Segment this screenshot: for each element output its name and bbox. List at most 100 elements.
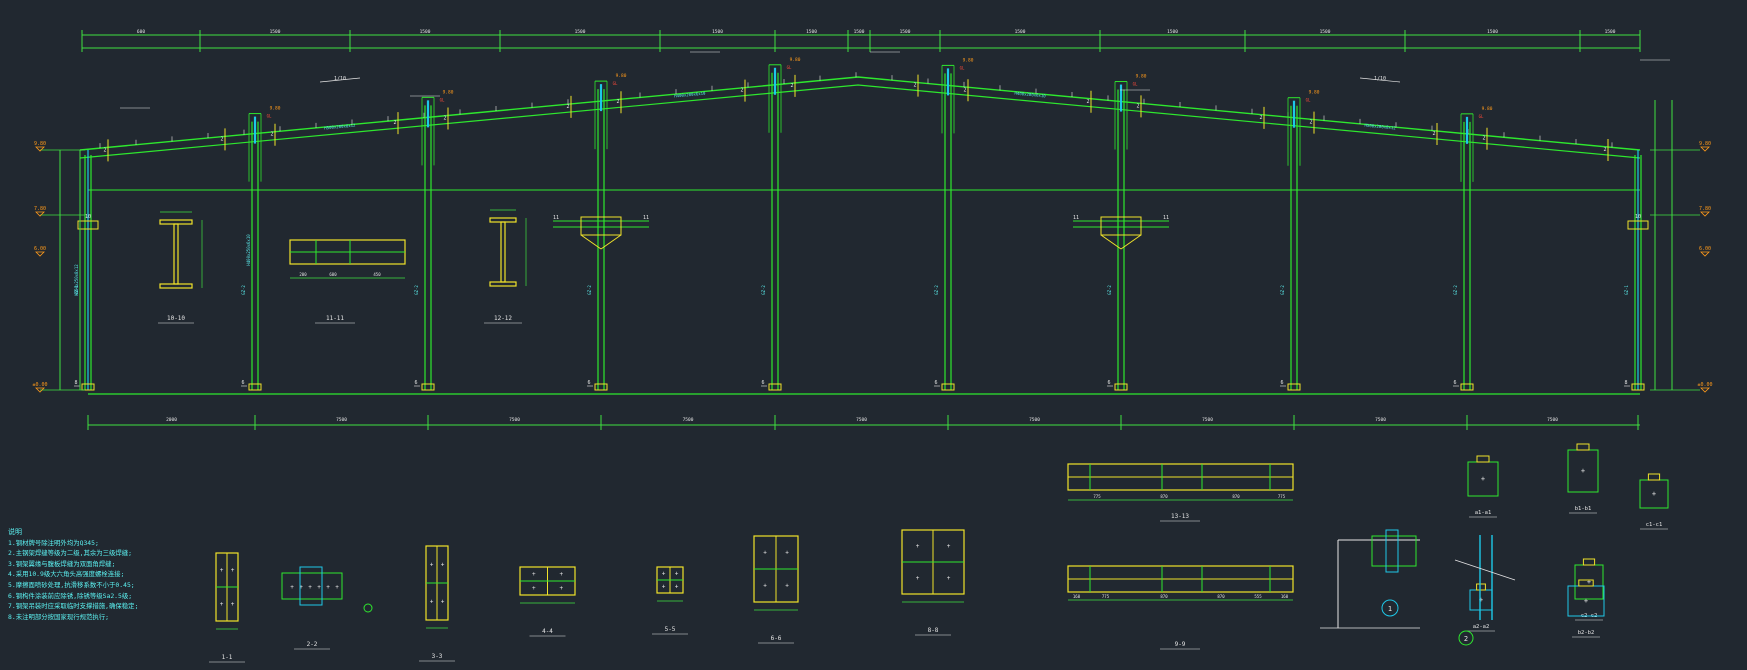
section-title: 5-5 [665,626,676,633]
column-tag: GZ-2 [241,285,246,295]
level-triangle-icon [35,146,45,152]
section-6-6-bolt-icon: + [785,550,789,557]
level-mark: ±0.00 [32,382,47,388]
bottom-dimension-value: 7500 [683,417,694,423]
detail-c1-bolt-icon: + [1652,490,1656,498]
section-title: 6-6 [771,635,782,642]
detail-c1-flange [1647,473,1661,481]
detail-2-brace [1454,559,1516,581]
base-plate [594,383,608,391]
section-title-10-10: 10-10 [167,315,185,322]
detail-c2-bolt-icon: + [1587,578,1591,586]
section-1-1-bolt-icon: + [220,567,224,574]
top-dimension-value: 1500 [575,29,586,35]
section-1-1-bolt-icon: + [231,601,235,608]
section-cut-number: 2 [1603,147,1606,153]
base-tag: 6 [934,380,937,386]
base-tag: 8 [1624,380,1627,386]
detail-b1-flange [1576,443,1590,451]
base-plate [1114,383,1128,391]
section-number: 10 [1635,214,1641,220]
level-mark: 7.80 [34,206,46,212]
rafter-top-flange [79,76,1641,151]
section-2-2-bolt-icon: + [335,584,339,591]
rafter-label: H500x200x8x12 [324,123,356,131]
level-triangle-icon [1700,387,1710,393]
bottom-dimension-value: 7500 [1029,417,1040,423]
grid-line-tag: GL [1306,98,1311,103]
top-dimension-value: 1500 [270,29,281,35]
section-3-3-bolt-icon: + [441,562,445,569]
grid-line-tag: GL [267,114,272,119]
column-tag: GZ-2 [761,285,766,295]
column-top-level: 9.80 [790,57,801,63]
column-tag: GZ-1 [1624,285,1629,295]
base-tag: 6 [761,380,764,386]
section-5-5-bolt-icon: + [675,584,679,591]
column-tag: GZ-1 [74,285,79,295]
beam-13-dim-value: 870 [1232,494,1240,499]
section-cut-number: 2 [740,88,743,94]
section-cut-number: 2 [1259,115,1262,121]
grid-line-tag: GL [960,65,965,70]
section-8-8-bolt-icon: + [947,575,951,582]
section-cut-number: 2 [393,120,396,126]
base-plate [1287,383,1301,391]
detail-a2-flange [1476,583,1486,591]
notes-line: 4.采用10.9级大六角头高强度螺栓连接; [8,570,125,579]
top-dimension-value: 1500 [900,29,911,35]
notes-line: 1.钢材牌号除注明外均为Q345; [8,538,99,547]
bottom-dimension-value: 7500 [1547,417,1558,423]
section-10-top-flange [159,219,193,225]
detail-a2-bolt-icon: + [1479,596,1483,604]
column-tag: GZ-2 [414,285,419,295]
section-number: 11 [1073,215,1079,221]
section-4-4-bolt-icon: + [532,571,536,578]
top-dimension-value: 1500 [854,29,865,35]
bracket-stiffener [580,234,602,250]
level-triangle-icon [1700,251,1710,257]
base-tag: 6 [1107,380,1110,386]
detail-c2-flange [1582,558,1596,566]
base-tag: 8 [74,380,77,386]
section-cut-number: 2 [1086,99,1089,105]
top-dimension-value: 1500 [1167,29,1178,35]
section-title: 1-1 [222,654,233,661]
section-cut-number: 2 [1136,103,1139,109]
grid-line-tag: GL [787,65,792,70]
section-1-1-bolt-icon: + [220,601,224,608]
section-6-6-bolt-icon: + [763,583,767,590]
beam-13-dim-value: 870 [1160,494,1168,499]
section-12-top-flange [489,217,517,223]
level-triangle-icon [35,387,45,393]
column-tag: GZ-2 [934,285,939,295]
base-plate [941,383,955,391]
column-top-level: 9.80 [443,89,454,95]
bottom-dimension-value: 7500 [1375,417,1386,423]
level-triangle-icon [1700,211,1710,217]
base-plate [1460,383,1474,391]
notes-line: 2.主钢架焊缝等级为二级,其余为三级焊缝; [8,549,133,558]
base-tag: 6 [1453,380,1456,386]
notes-line: 7.钢架吊装时应采取临时支撑措施,确保稳定; [8,602,139,611]
section-2-2-bolt-icon: + [290,584,294,591]
beam-9-dim-value: 775 [1102,594,1110,599]
detail-b2-bolt-icon: + [1584,597,1588,605]
section-title-11-11: 11-11 [326,315,344,322]
bracket-stiffener [600,234,622,250]
grid-line-tag: GL [1479,114,1484,119]
section-cut-number: 2 [1482,136,1485,142]
section-8-8-bolt-icon: + [916,543,920,550]
detail-a1-flange [1476,455,1490,463]
slope-label: 1/10 [334,76,346,82]
detail-b1-bolt-icon: + [1581,467,1585,475]
detail-1-plate [1371,535,1417,567]
edge-bracket [1627,220,1649,230]
base-plate [1631,383,1645,391]
section-title: 8-8 [928,627,939,634]
column-top-level: 9.80 [1136,74,1147,80]
section-marker-circle [363,603,373,613]
